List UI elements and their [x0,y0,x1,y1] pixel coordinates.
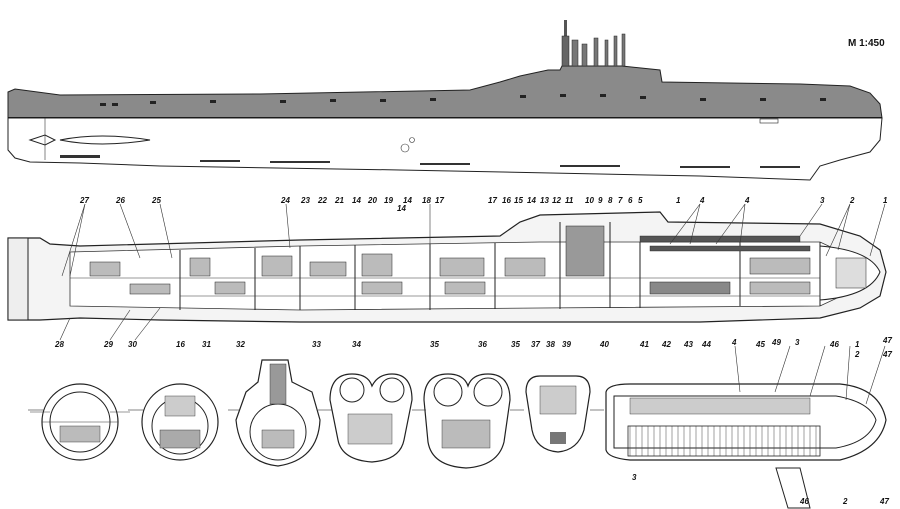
callout-25: 25 [151,196,161,205]
callout-17b: 17 [435,196,444,205]
callout-15: 15 [514,196,523,205]
callout-5: 5 [638,196,643,205]
callout-24: 24 [280,196,290,205]
callout-3: 3 [820,196,825,205]
callout-1c: 1 [855,340,860,349]
callout-bow-3: 3 [795,338,800,347]
callout-35a: 35 [430,340,439,349]
callout-44: 44 [701,340,711,349]
side-view-hull [7,20,883,181]
cross-sections [28,359,604,469]
callout-46: 46 [829,340,839,349]
callout-18: 18 [422,196,431,205]
callout-45: 45 [755,340,765,349]
longitudinal-section [7,211,887,323]
callout-47: 47 [882,336,892,345]
callout-13: 13 [540,196,549,205]
callout-2: 2 [849,196,855,205]
callout-bow-4: 4 [731,338,737,347]
callout-38: 38 [546,340,555,349]
callout-4a: 4 [699,196,705,205]
callout-10: 10 [585,196,594,205]
callout-33: 33 [312,340,321,349]
callout-16: 16 [502,196,511,205]
callout-40: 40 [599,340,609,349]
bow-detail [605,383,887,509]
cross-section-3 [235,359,321,467]
callout-11: 11 [565,196,574,205]
masts [561,20,626,67]
callout-36: 36 [478,340,487,349]
callout-bow-2b: 2 [842,497,848,506]
callout-26: 26 [115,196,125,205]
callout-16b: 16 [176,340,185,349]
leader-lines [59,203,886,405]
callout-22: 22 [317,196,327,205]
callout-6: 6 [628,196,633,205]
cross-section-2 [141,383,219,461]
callout-43: 43 [683,340,693,349]
cross-section-4 [329,373,413,463]
callout-28: 28 [54,340,64,349]
callout-bow-47b: 47 [879,497,889,506]
callout-bow-46: 46 [799,497,809,506]
callout-27: 27 [79,196,89,205]
callout-23: 23 [300,196,310,205]
callout-bow-47: 47 [882,350,892,359]
callout-21: 21 [334,196,344,205]
callout-20: 20 [367,196,377,205]
callout-37: 37 [531,340,540,349]
callout-39: 39 [562,340,571,349]
callout-14b: 14 [403,196,412,205]
callout-17a: 17 [488,196,497,205]
callout-bow-2: 2 [854,350,860,359]
callout-1b: 1 [676,196,681,205]
callout-19: 19 [384,196,393,205]
callout-34: 34 [352,340,361,349]
callout-32: 32 [236,340,245,349]
callout-4b: 4 [744,196,750,205]
callout-9: 9 [598,196,603,205]
callout-bow-3b: 3 [632,473,637,482]
callout-bow-49: 49 [771,338,781,347]
scale-label: M 1:450 [848,38,885,49]
callout-8: 8 [608,196,613,205]
callout-29: 29 [103,340,113,349]
callout-1: 1 [883,196,888,205]
callout-14d: 14 [352,196,361,205]
callout-14a: 14 [527,196,536,205]
callout-7: 7 [618,196,623,205]
cross-section-1 [30,383,130,461]
cross-section-5 [423,373,511,469]
callout-35b: 35 [511,340,520,349]
callout-14c: 14 [397,204,406,213]
callout-42: 42 [661,340,671,349]
cross-section-6 [525,375,591,453]
callout-41: 41 [639,340,649,349]
callout-12: 12 [552,196,561,205]
callout-30: 30 [128,340,137,349]
callout-31: 31 [202,340,211,349]
callout-labels: 4 4 3 2 1 1 5 6 7 8 9 10 11 12 13 14 15 … [54,196,892,506]
